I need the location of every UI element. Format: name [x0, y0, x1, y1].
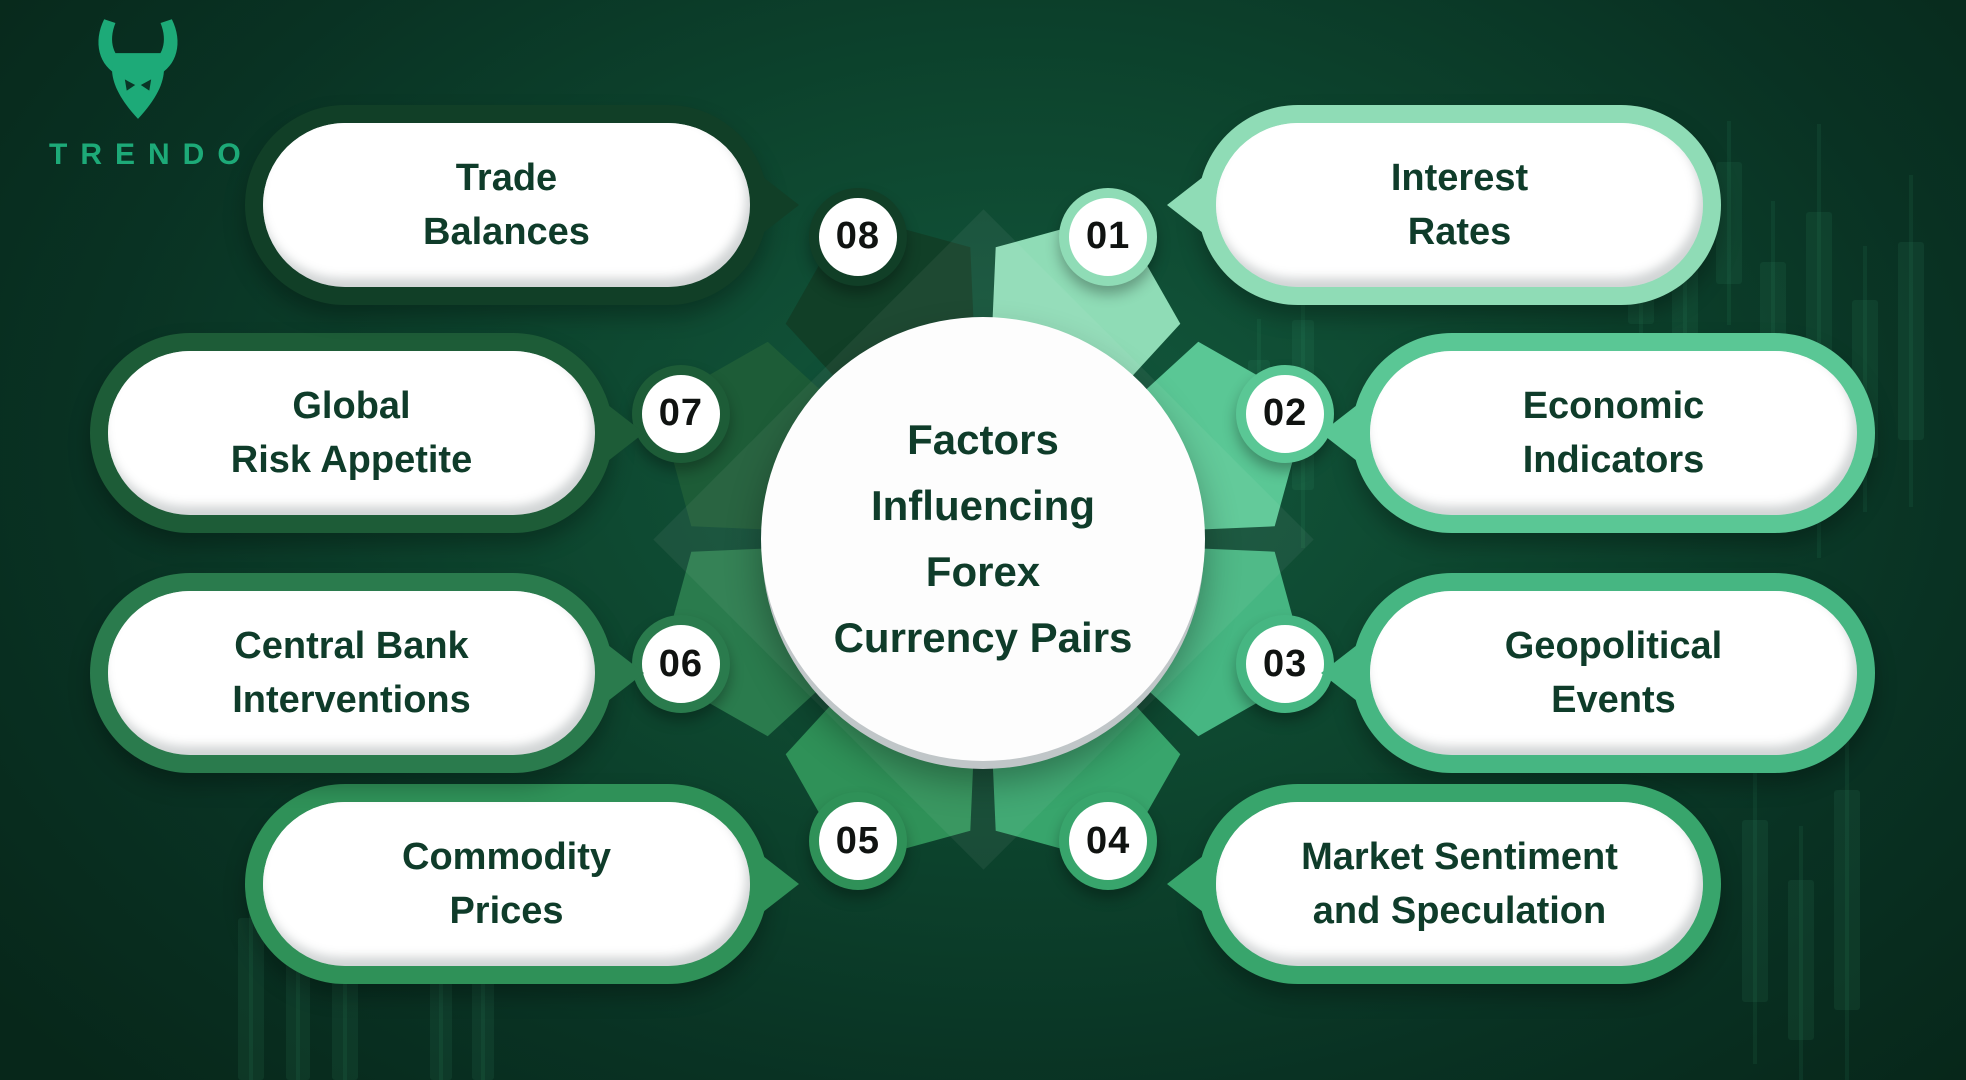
candlestick-decor	[286, 962, 310, 1080]
step-number: 07	[658, 392, 704, 435]
title-line: Factors	[907, 416, 1059, 463]
step-number: 03	[1262, 642, 1308, 685]
candlestick-decor	[1898, 242, 1924, 440]
candlestick-decor	[1742, 820, 1768, 1002]
title-line: Forex	[925, 548, 1041, 595]
step-badge-04: 04	[1059, 792, 1158, 891]
title-line: Currency Pairs	[833, 614, 1133, 661]
candlestick-decor	[1834, 790, 1860, 1010]
center-circle: Factors Influencing Forex Currency Pairs	[761, 317, 1205, 761]
brand-name: TRENDO	[49, 138, 254, 171]
title-line: Influencing	[870, 482, 1095, 529]
step-badge-07: 07	[631, 364, 730, 463]
step-number: 01	[1085, 215, 1131, 258]
callout-pointer	[1167, 856, 1203, 912]
step-number: 06	[658, 642, 704, 685]
logo: TRENDO	[36, 16, 254, 172]
step-badge-06: 06	[631, 615, 730, 714]
step-number: 08	[835, 215, 880, 258]
candlestick-decor	[1788, 880, 1814, 1040]
step-number: 05	[835, 819, 880, 862]
callout-pointer	[763, 177, 799, 233]
bull-icon	[98, 19, 178, 119]
callout-pointer	[1321, 645, 1357, 701]
step-badge-01: 01	[1059, 187, 1158, 286]
callout-pointer	[763, 856, 799, 912]
step-badge-05: 05	[808, 792, 907, 891]
step-number: 04	[1085, 819, 1131, 862]
step-number: 02	[1262, 392, 1308, 435]
candlestick-decor	[1716, 162, 1742, 284]
callout-pointer	[608, 405, 644, 461]
callout-pointer	[1167, 177, 1203, 233]
callout-pointer	[608, 645, 644, 701]
step-badge-02: 02	[1236, 364, 1335, 463]
step-badge-03: 03	[1236, 615, 1335, 714]
candlestick-decor	[238, 918, 264, 1080]
step-badge-08: 08	[808, 187, 907, 286]
page-title: Factors Influencing Forex Currency Pairs	[834, 407, 1133, 671]
callout-pointer	[1321, 405, 1357, 461]
